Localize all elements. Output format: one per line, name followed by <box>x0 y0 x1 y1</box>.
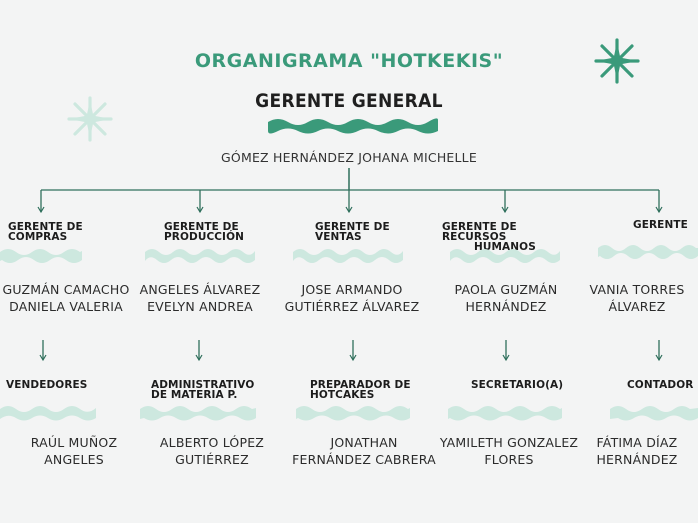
star-dark-icon <box>594 38 640 84</box>
staff-wave-preparador <box>296 406 410 421</box>
staff-role-administrativo: ADMINISTRATIVO DE MATERIA P. <box>151 379 271 401</box>
role-line: GERENTE DE RECURSOS <box>442 221 517 243</box>
role-line: VENDEDORES <box>6 379 88 391</box>
name-line: JOSE ARMANDO <box>301 282 403 297</box>
staff-name-preparador: JONATHAN FERNÁNDEZ CABRERA <box>284 435 444 468</box>
role-line: DE MATERIA P. <box>151 389 238 401</box>
general-manager-wave <box>268 118 438 134</box>
name-line: FÁTIMA DÍAZ <box>596 435 678 450</box>
name-line: VANIA TORRES <box>589 282 685 297</box>
manager-name-ventas: JOSE ARMANDO GUTIÉRREZ ÁLVAREZ <box>280 282 424 315</box>
manager-wave-produccion <box>145 249 255 263</box>
name-line: RAÚL MUÑOZ <box>30 435 118 450</box>
name-line: FERNÁNDEZ CABRERA <box>292 451 436 467</box>
name-line: EVELYN ANDREA <box>147 298 253 314</box>
role-line: ADMINISTRATIVO <box>151 379 255 391</box>
manager-role-ventas: GERENTE DE VENTAS <box>315 221 415 243</box>
manager-name-compras: GUZMÁN CAMACHO DANIELA VALERIA <box>0 282 132 315</box>
name-line: GUTIÉRREZ <box>175 451 249 467</box>
name-line: JONATHAN <box>330 435 398 450</box>
staff-name-administrativo: ALBERTO LÓPEZ GUTIÉRREZ <box>144 435 280 468</box>
role-line: GERENTE DE <box>8 221 83 233</box>
role-line: CONTADOR <box>627 379 694 391</box>
role-line: GERENTE <box>633 219 688 231</box>
name-line: GUZMÁN CAMACHO <box>2 282 130 297</box>
staff-role-contador: CONTADOR <box>627 379 697 391</box>
name-line: ANGELES <box>44 451 104 467</box>
name-line: ALBERTO LÓPEZ <box>159 435 265 450</box>
role-line: GERENTE DE <box>315 221 390 233</box>
manager-name-gerente: VANIA TORRES ÁLVAREZ <box>582 282 692 315</box>
manager-role-compras: GERENTE DE COMPRAS <box>8 221 128 243</box>
name-line: FLORES <box>484 451 534 467</box>
manager-role-rrhh: GERENTE DE RECURSOS HUMANOS <box>442 221 582 253</box>
role-line: PREPARADOR DE <box>310 379 411 391</box>
manager-wave-ventas <box>293 249 403 263</box>
staff-wave-secretario <box>448 406 562 421</box>
role-line: VENTAS <box>315 231 362 243</box>
name-line: ANGELES ÁLVAREZ <box>139 282 261 297</box>
staff-role-vendedores: VENDEDORES <box>6 379 126 391</box>
name-line: PAOLA GUZMÁN <box>454 282 558 297</box>
role-line: HUMANOS <box>474 241 536 253</box>
manager-role-produccion: GERENTE DE PRODUCCIÓN <box>164 221 284 243</box>
role-line: GERENTE DE <box>164 221 239 233</box>
star-light-icon <box>67 96 113 142</box>
general-manager-role: GERENTE GENERAL <box>255 90 443 112</box>
role-line: SECRETARIO(A) <box>471 379 564 391</box>
staff-wave-vendedores <box>0 406 96 421</box>
manager-wave-compras <box>0 249 82 263</box>
name-line: DANIELA VALERIA <box>9 298 123 314</box>
name-line: HERNÁNDEZ <box>596 451 678 467</box>
name-line: YAMILETH GONZALEZ <box>439 435 579 450</box>
manager-name-produccion: ANGELES ÁLVAREZ EVELYN ANDREA <box>132 282 268 315</box>
staff-wave-contador <box>610 406 698 421</box>
role-line: PRODUCCIÓN <box>164 231 244 243</box>
manager-name-rrhh: PAOLA GUZMÁN HERNÁNDEZ <box>438 282 574 315</box>
name-line: HERNÁNDEZ <box>465 298 547 314</box>
staff-role-secretario: SECRETARIO(A) <box>471 379 591 391</box>
staff-name-vendedores: RAÚL MUÑOZ ANGELES <box>10 435 138 468</box>
staff-role-preparador: PREPARADOR DE HOTCAKES <box>310 379 430 401</box>
name-line: GUTIÉRREZ ÁLVAREZ <box>284 298 420 314</box>
manager-role-gerente: GERENTE <box>633 219 693 231</box>
role-line: HOTCAKES <box>310 389 375 401</box>
chart-title: ORGANIGRAMA "HOTKEKIS" <box>194 50 504 72</box>
name-line: ÁLVAREZ <box>608 298 666 314</box>
general-manager-name: GÓMEZ HERNÁNDEZ JOHANA MICHELLE <box>221 150 477 165</box>
manager-wave-rrhh <box>450 249 560 263</box>
role-line: COMPRAS <box>8 231 68 243</box>
staff-name-secretario: YAMILETH GONZALEZ FLORES <box>436 435 582 468</box>
staff-name-contador: FÁTIMA DÍAZ HERNÁNDEZ <box>588 435 686 468</box>
manager-wave-gerente <box>598 245 698 259</box>
staff-wave-administrativo <box>140 406 256 421</box>
